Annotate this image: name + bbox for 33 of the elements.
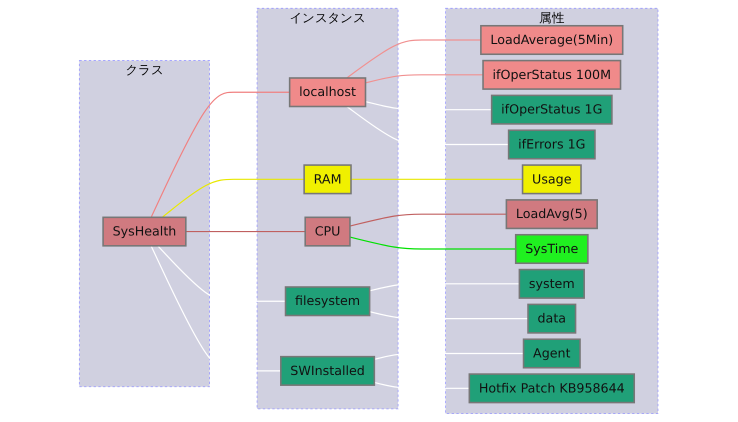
node-box: LoadAvg(5) xyxy=(506,199,598,230)
node-box: SWInstalled xyxy=(280,356,376,386)
node-box: localhost xyxy=(289,77,367,108)
node-box: SysTime xyxy=(515,234,589,264)
connector xyxy=(150,246,282,372)
node-box: ifErrors 1G xyxy=(508,129,596,160)
connector xyxy=(346,106,509,146)
node-box: system xyxy=(518,268,586,299)
node-box: Hotfix Patch KB958644 xyxy=(468,373,636,404)
node-box: data xyxy=(528,304,577,334)
connector xyxy=(162,178,304,218)
connector xyxy=(366,101,492,110)
connector xyxy=(374,352,524,360)
node-box: LoadAverage(5Min) xyxy=(480,24,624,56)
node-box: RAM xyxy=(304,164,352,194)
connector xyxy=(350,236,516,250)
connector xyxy=(350,214,507,227)
connector xyxy=(366,74,484,84)
connector xyxy=(370,283,520,292)
node-box: ifOperStatus 100M xyxy=(482,60,622,90)
connector xyxy=(374,382,470,389)
node-box: ifOperStatus 1G xyxy=(491,94,614,125)
node-box: SysHealth xyxy=(102,216,187,247)
node-box: CPU xyxy=(304,216,352,247)
connector xyxy=(158,245,286,302)
connector xyxy=(370,311,528,320)
connector xyxy=(186,230,306,232)
node-box: Usage xyxy=(522,164,582,194)
node-box: Agent xyxy=(523,338,582,369)
connector xyxy=(150,92,290,218)
connector xyxy=(351,178,523,180)
node-box: filesystem xyxy=(285,286,371,316)
connector xyxy=(346,39,482,78)
